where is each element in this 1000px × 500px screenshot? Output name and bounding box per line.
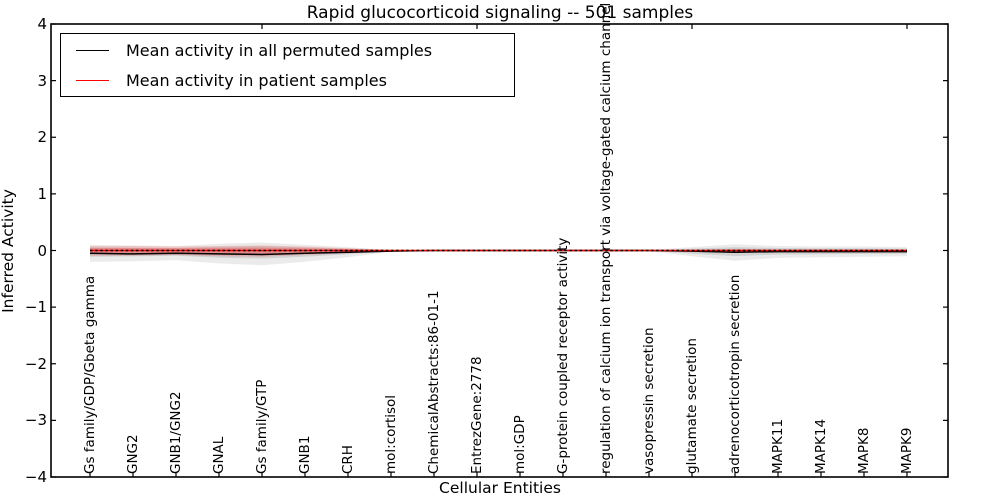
legend-item-patient: Mean activity in patient samples bbox=[61, 66, 514, 94]
y-tick-label: 4 bbox=[37, 15, 47, 33]
x-tick-label: adrenocorticotropin secretion bbox=[727, 274, 743, 474]
x-tick-label: GNB1 bbox=[297, 435, 313, 474]
x-tick-label: vasopressin secretion bbox=[641, 327, 657, 474]
x-tick-label: MAPK8 bbox=[856, 427, 872, 474]
x-tick-label: GNAL bbox=[211, 436, 227, 474]
x-tick-label: CRH bbox=[340, 445, 356, 474]
x-tick-label: MAPK14 bbox=[813, 418, 829, 474]
red-line-swatch bbox=[76, 79, 109, 81]
chart-title: Rapid glucocorticoid signaling -- 501 sa… bbox=[306, 3, 694, 23]
y-tick-label: −2 bbox=[24, 354, 47, 373]
x-tick-label: Gs family/GDP/Gbeta gamma bbox=[82, 275, 98, 474]
legend-item-permuted: Mean activity in all permuted samples bbox=[61, 36, 514, 64]
y-tick-label: 2 bbox=[37, 128, 47, 147]
x-tick-label: MAPK9 bbox=[899, 427, 915, 474]
x-axis-label: Cellular Entities bbox=[439, 479, 561, 497]
x-tick-label: G-protein coupled receptor activity bbox=[555, 237, 571, 474]
x-tick-label: mol:cortisol bbox=[383, 394, 399, 474]
x-tick-label: GNG2 bbox=[125, 434, 141, 474]
legend-label: Mean activity in all permuted samples bbox=[126, 40, 433, 60]
x-tick-label: ChemicalAbstracts:86-01-1 bbox=[426, 290, 442, 474]
x-tick-label: MAPK11 bbox=[770, 418, 786, 474]
legend: Mean activity in all permuted samples Me… bbox=[60, 33, 515, 97]
y-tick-label: 0 bbox=[37, 241, 47, 260]
y-tick-label: −1 bbox=[24, 298, 47, 317]
y-tick-label: 3 bbox=[37, 71, 47, 90]
x-tick-label: Gs family/GTP bbox=[254, 379, 270, 474]
x-tick-label: mol:GDP bbox=[512, 415, 528, 474]
black-line-swatch bbox=[76, 49, 109, 51]
y-tick-label: −4 bbox=[24, 468, 47, 486]
x-tick-label: GNB1/GNG2 bbox=[168, 391, 184, 474]
y-tick-label: 1 bbox=[37, 184, 47, 203]
x-tick-label: EntrezGene:2778 bbox=[469, 356, 485, 474]
legend-label: Mean activity in patient samples bbox=[126, 70, 387, 90]
x-tick-label: glutamate secretion bbox=[684, 338, 700, 474]
y-tick-label: −3 bbox=[24, 411, 47, 430]
x-tick-label: regulation of calcium ion transport via … bbox=[598, 2, 614, 474]
